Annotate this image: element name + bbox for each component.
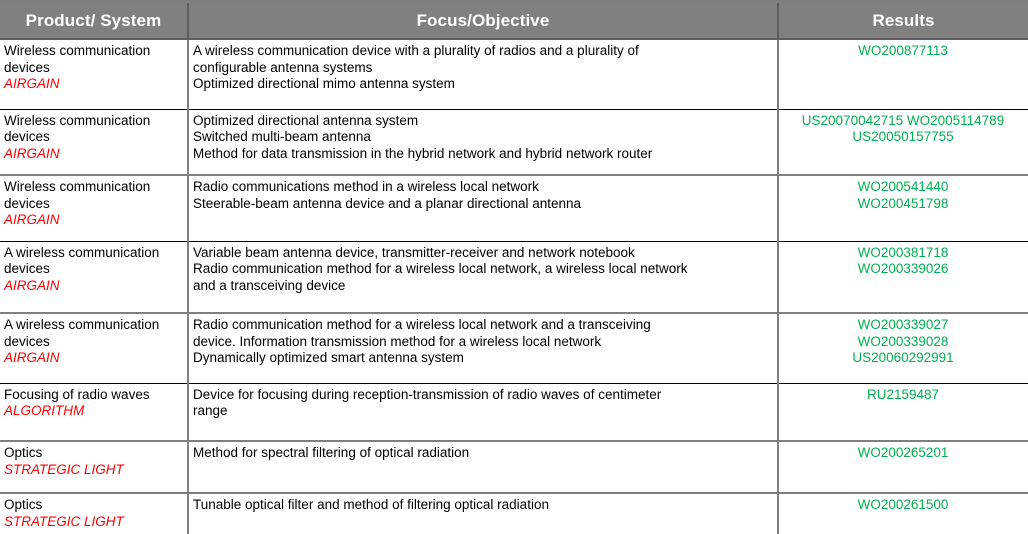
result-patent-number: US20070042715 WO2005114789 xyxy=(801,112,1005,128)
product-name: Focusing of radio waves xyxy=(4,386,150,402)
cell-results: RU2159487 xyxy=(778,383,1028,442)
product-name: Optics xyxy=(4,445,43,460)
result-patent-number: WO200265201 xyxy=(857,445,949,460)
cell-results: WO200261500 xyxy=(778,493,1028,534)
result-patent-number: WO200339026 xyxy=(857,261,949,276)
product-company: AIRGAIN xyxy=(4,76,60,91)
product-company: AIRGAIN xyxy=(4,277,60,293)
focus-line: range xyxy=(193,403,228,418)
result-patent-number: WO200877113 xyxy=(858,43,948,58)
focus-line: and a transceiving device xyxy=(193,277,346,293)
product-name: A wireless communication devices xyxy=(4,244,160,277)
cell-focus-objective: Device for focusing during reception-tra… xyxy=(188,383,779,442)
result-patent-number: WO200339027 xyxy=(857,317,949,332)
result-patent-number: US20050157755 xyxy=(852,129,954,144)
focus-line: Optimized directional mimo antenna syste… xyxy=(193,76,455,91)
result-patent-number: RU2159487 xyxy=(866,386,940,402)
focus-line: Radio communication method for a wireles… xyxy=(193,261,688,276)
result-patent-number: US20060292991 xyxy=(852,350,954,365)
focus-line: Method for spectral filtering of optical… xyxy=(193,445,470,460)
result-patent-number: WO200261500 xyxy=(857,497,949,512)
product-name: Wireless communication devices xyxy=(4,112,151,145)
focus-line: Radio communications method in a wireles… xyxy=(193,179,539,194)
column-header-product-system: Product/ System xyxy=(0,3,189,40)
focus-line: configurable antenna systems xyxy=(193,59,373,75)
product-company: AIRGAIN xyxy=(4,350,60,365)
product-name: Wireless communication devices xyxy=(4,179,151,211)
focus-line: A wireless communication device with a p… xyxy=(193,43,639,58)
result-patent-number: WO200381718 xyxy=(857,244,949,260)
cell-results: WO200877113 xyxy=(778,39,1028,110)
cell-focus-objective: Radio communications method in a wireles… xyxy=(188,175,779,242)
focus-line: Dynamically optimized smart antenna syst… xyxy=(193,350,464,365)
product-company: ALGORITHM xyxy=(4,403,85,418)
result-patent-number: WO200339028 xyxy=(857,333,949,349)
product-name: Wireless communication devices xyxy=(4,43,151,75)
column-header-results: Results xyxy=(778,3,1028,40)
cell-results: WO200265201 xyxy=(778,441,1028,494)
product-company: AIRGAIN xyxy=(4,212,60,227)
focus-line: Device for focusing during reception-tra… xyxy=(193,386,662,402)
focus-line: Tunable optical filter and method of fil… xyxy=(193,497,549,512)
result-patent-number: WO200541440 xyxy=(857,179,949,194)
column-header-focus-objective: Focus/Objective xyxy=(188,3,779,40)
cell-focus-objective: Radio communication method for a wireles… xyxy=(188,313,779,384)
product-company: STRATEGIC LIGHT xyxy=(4,461,124,477)
focus-line: Variable beam antenna device, transmitte… xyxy=(193,244,635,260)
focus-line: Optimized directional antenna system xyxy=(193,112,419,128)
patent-results-table: Product/ System Focus/Objective Results … xyxy=(0,3,1028,534)
cell-focus-objective: Method for spectral filtering of optical… xyxy=(188,441,779,494)
focus-line: Radio communication method for a wireles… xyxy=(193,317,651,332)
focus-line: device. Information transmission method … xyxy=(193,333,602,349)
result-patent-number: WO200451798 xyxy=(857,195,949,211)
cell-focus-objective: Variable beam antenna device, transmitte… xyxy=(188,241,779,314)
focus-line: Steerable-beam antenna device and a plan… xyxy=(193,195,582,211)
cell-focus-objective: Tunable optical filter and method of fil… xyxy=(188,493,779,534)
product-name: Optics xyxy=(4,497,43,512)
focus-line: Switched multi-beam antenna xyxy=(193,129,371,144)
table-header: Product/ System Focus/Objective Results xyxy=(0,3,1028,40)
product-name: A wireless communication devices xyxy=(4,317,160,349)
header-row: Product/ System Focus/Objective Results xyxy=(0,3,1028,40)
product-company: AIRGAIN xyxy=(4,145,60,161)
product-company: STRATEGIC LIGHT xyxy=(4,513,124,529)
focus-line: Method for data transmission in the hybr… xyxy=(193,145,653,161)
cell-focus-objective: A wireless communication device with a p… xyxy=(188,39,779,110)
